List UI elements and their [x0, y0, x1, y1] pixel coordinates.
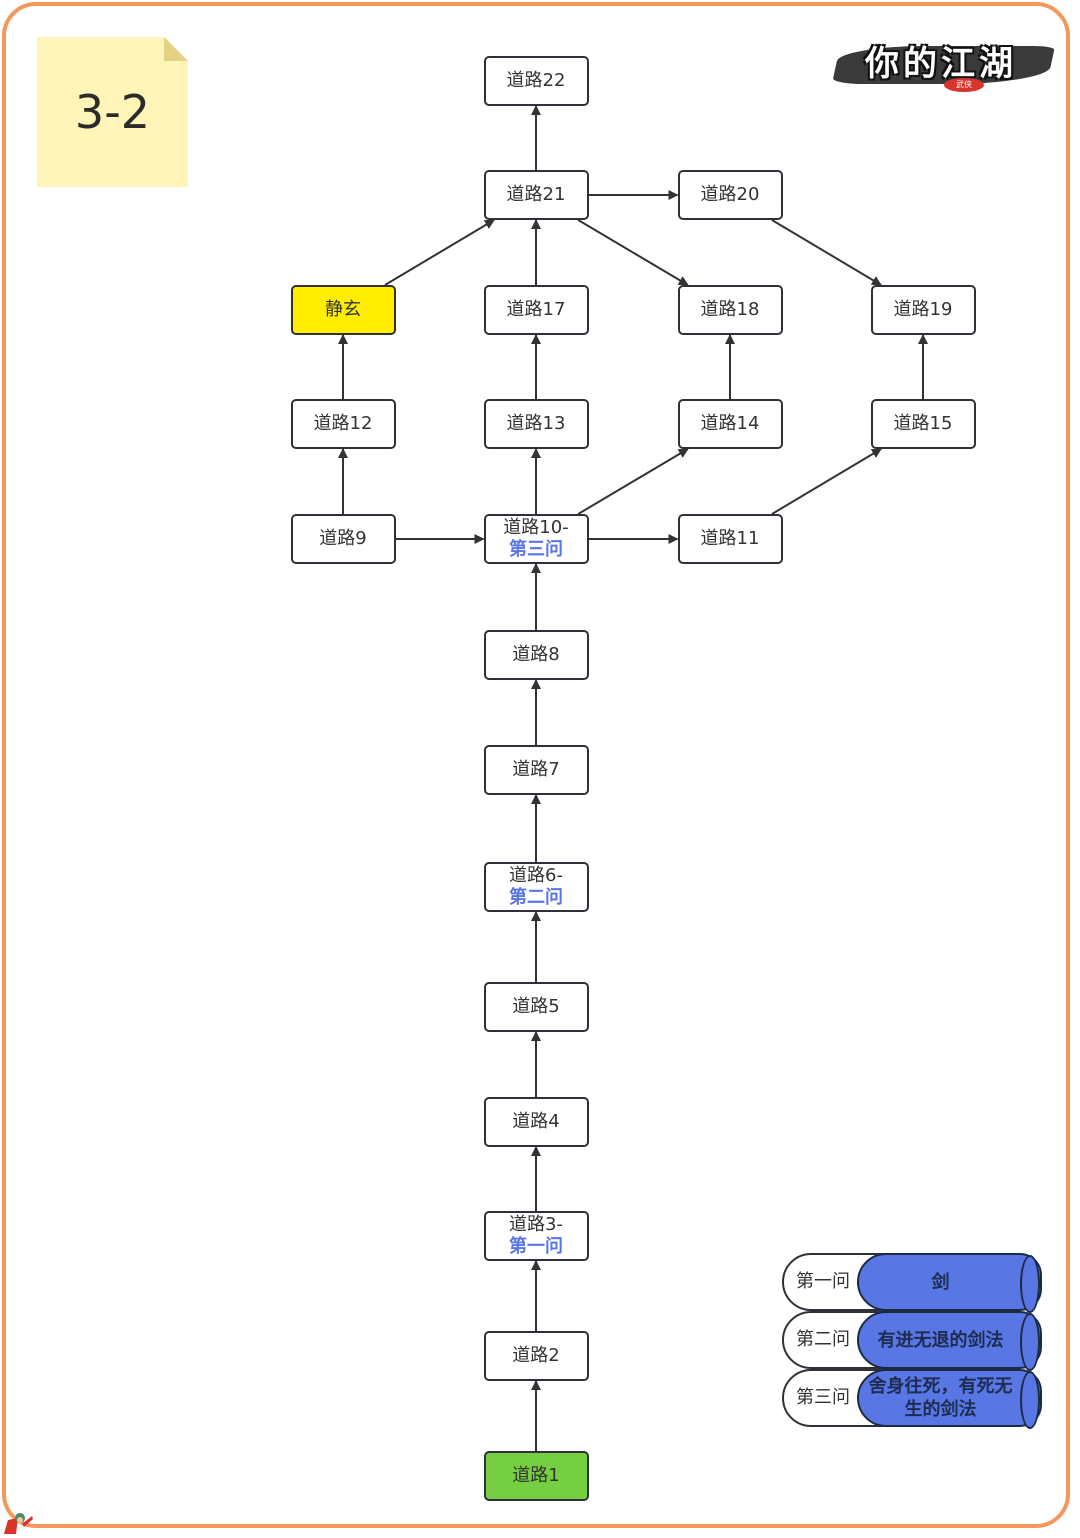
legend-answer: 剑 [931, 1271, 950, 1293]
node-label: 道路2 [512, 1345, 560, 1366]
node-question-tag: 第一问 [509, 1236, 563, 1257]
node-label: 道路1 [512, 1465, 560, 1486]
node-n4[interactable]: 道路4 [483, 1097, 589, 1147]
legend-row: 第三问舍身往死，有死无生的剑法 [782, 1369, 1044, 1429]
node-n13[interactable]: 道路13 [483, 399, 589, 449]
node-n21[interactable]: 道路21 [483, 170, 589, 220]
legend-row: 第二问有进无退的剑法 [782, 1311, 1044, 1371]
node-n18[interactable]: 道路18 [677, 285, 783, 335]
node-n17[interactable]: 道路17 [483, 285, 589, 335]
node-label: 道路14 [700, 413, 760, 434]
node-question-tag: 第二问 [509, 887, 563, 908]
legend-answer-cylinder: 剑 [857, 1253, 1042, 1313]
node-n2[interactable]: 道路2 [483, 1331, 589, 1381]
node-label: 道路4 [512, 1111, 560, 1132]
cylinder-cap [1020, 1313, 1040, 1371]
node-n1[interactable]: 道路1 [483, 1451, 589, 1501]
node-label: 道路20 [700, 184, 760, 205]
node-label: 道路22 [506, 70, 566, 91]
legend-answer-cylinder: 舍身往死，有死无生的剑法 [857, 1369, 1042, 1429]
cylinder-cap [1020, 1371, 1040, 1429]
page-label: 3-2 [74, 85, 151, 139]
logo-badge: 武侠 [944, 78, 984, 92]
node-n20[interactable]: 道路20 [677, 170, 783, 220]
node-label: 道路12 [313, 413, 373, 434]
node-n3[interactable]: 道路3-第一问 [483, 1211, 589, 1261]
legend-answer-cylinder: 有进无退的剑法 [857, 1311, 1042, 1371]
node-label: 道路6- [509, 865, 563, 886]
node-question-tag: 第三问 [509, 539, 563, 560]
legend-answer: 有进无退的剑法 [877, 1329, 1004, 1351]
legend-row: 第一问剑 [782, 1253, 1044, 1313]
edge-n11-to-n15 [771, 448, 882, 515]
node-label: 静玄 [325, 299, 361, 320]
node-n8[interactable]: 道路8 [483, 630, 589, 680]
node-label: 道路5 [512, 996, 560, 1017]
cylinder-cap [1020, 1255, 1040, 1313]
node-n5[interactable]: 道路5 [483, 982, 589, 1032]
node-label: 道路17 [506, 299, 566, 320]
node-label: 道路9 [319, 528, 367, 549]
edge-n21-to-n18 [577, 219, 689, 286]
node-n7[interactable]: 道路7 [483, 745, 589, 795]
node-n10[interactable]: 道路10-第三问 [483, 514, 589, 564]
node-label: 道路3- [509, 1214, 563, 1235]
node-label: 道路19 [893, 299, 953, 320]
node-label: 道路11 [700, 528, 760, 549]
node-n12[interactable]: 道路12 [290, 399, 396, 449]
node-label: 道路18 [700, 299, 760, 320]
node-n19[interactable]: 道路19 [870, 285, 976, 335]
sticky-note [37, 37, 188, 187]
node-label: 道路15 [893, 413, 953, 434]
legend-answer: 舍身往死，有死无生的剑法 [868, 1376, 1013, 1420]
logo: 你的江湖 武侠 [831, 40, 1056, 98]
node-n9[interactable]: 道路9 [290, 514, 396, 564]
node-jingxuan[interactable]: 静玄 [290, 285, 396, 335]
edge-n20-to-n19 [771, 219, 882, 286]
node-n6[interactable]: 道路6-第二问 [483, 862, 589, 912]
edge-n10-to-n14 [577, 448, 689, 515]
node-label: 道路7 [512, 759, 560, 780]
node-n15[interactable]: 道路15 [870, 399, 976, 449]
node-n11[interactable]: 道路11 [677, 514, 783, 564]
logo-title: 你的江湖 [865, 44, 1017, 84]
node-label: 道路10- [503, 517, 569, 538]
node-n14[interactable]: 道路14 [677, 399, 783, 449]
node-label: 道路8 [512, 644, 560, 665]
node-label: 道路21 [506, 184, 566, 205]
edge-jingxuan-to-n21 [384, 219, 495, 286]
node-label: 道路13 [506, 413, 566, 434]
node-n22[interactable]: 道路22 [483, 56, 589, 106]
mascot-icon [4, 1513, 33, 1534]
